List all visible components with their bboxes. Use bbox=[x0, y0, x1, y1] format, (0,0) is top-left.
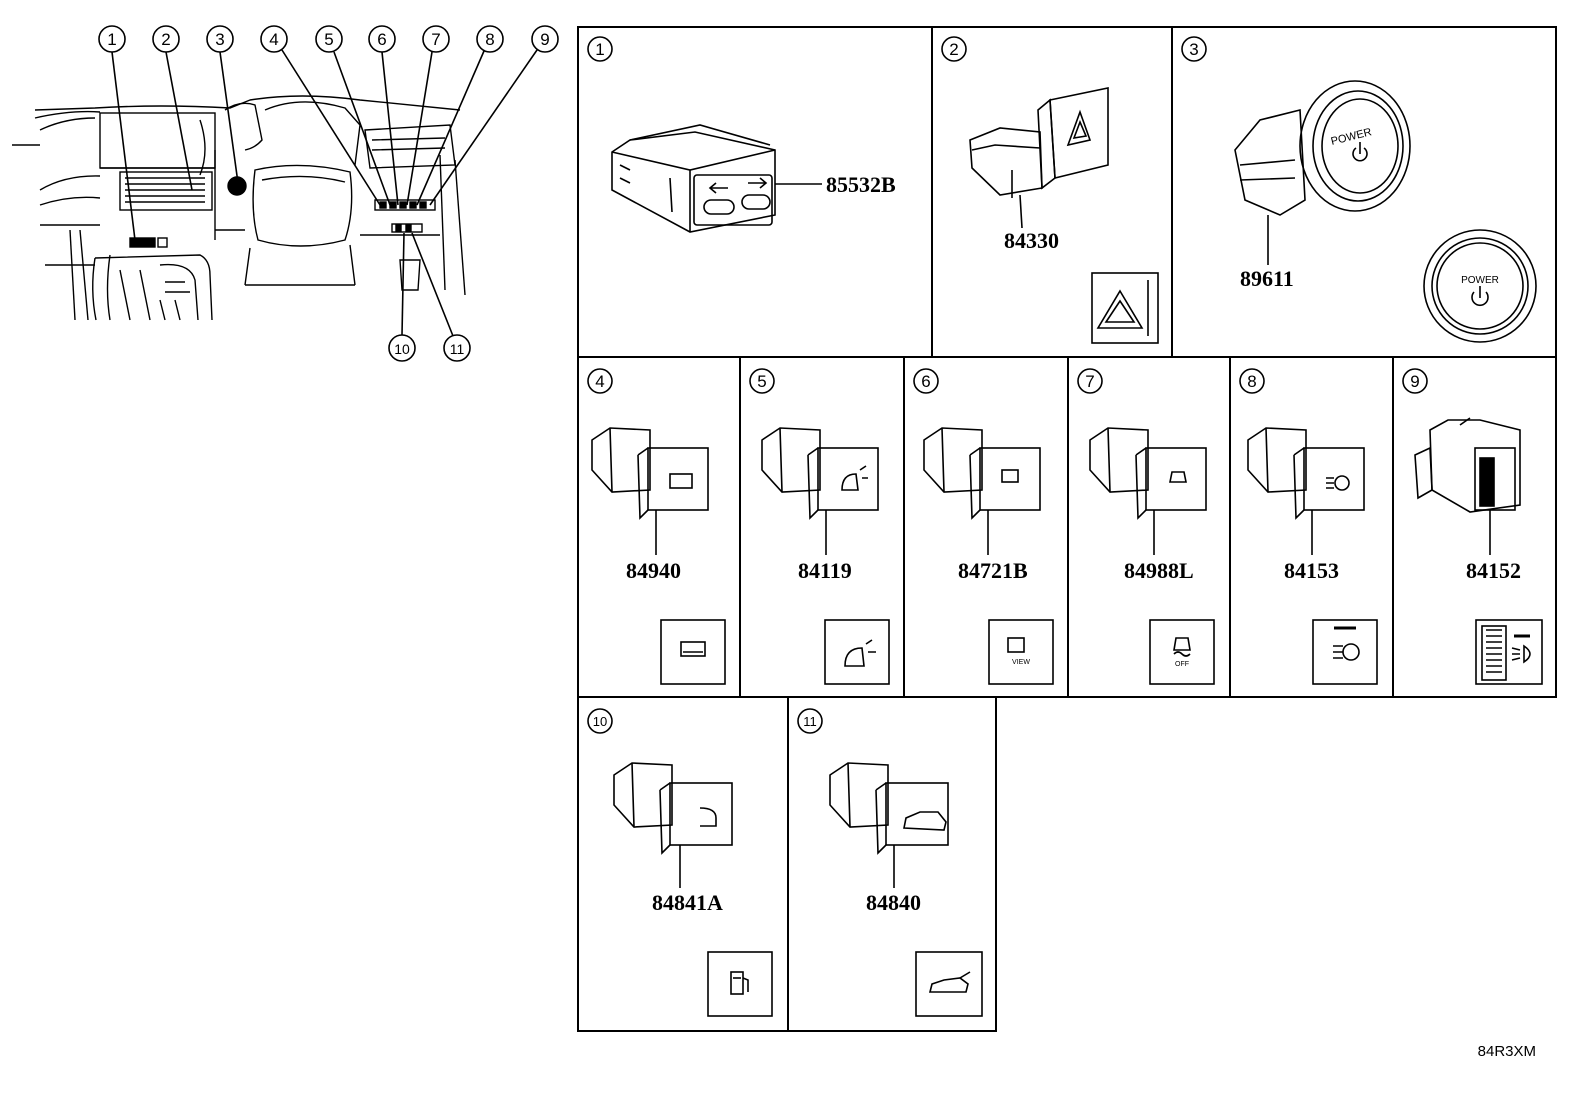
svg-text:3: 3 bbox=[215, 30, 224, 49]
callout-5[interactable]: 5 bbox=[315, 25, 391, 206]
switch-84988L[interactable]: 84988L OFF bbox=[1089, 427, 1215, 685]
panel-8-number: 8 bbox=[1239, 368, 1265, 394]
svg-text:8: 8 bbox=[1247, 372, 1256, 391]
panel-6 bbox=[903, 356, 1069, 698]
svg-text:4: 4 bbox=[269, 30, 278, 49]
panel-10-number: 10 bbox=[587, 708, 613, 734]
panel-2-number: 2 bbox=[941, 36, 967, 62]
svg-text:84153: 84153 bbox=[1284, 558, 1339, 583]
svg-text:9: 9 bbox=[540, 30, 549, 49]
hazard-switch-assembly[interactable]: 84330 bbox=[969, 87, 1159, 344]
svg-text:84940: 84940 bbox=[626, 558, 681, 583]
svg-text:2: 2 bbox=[161, 30, 170, 49]
camera-view-icon: VIEW bbox=[988, 619, 1054, 685]
panel-9-number: 9 bbox=[1402, 368, 1428, 394]
svg-text:5: 5 bbox=[324, 30, 333, 49]
headlamp-cleaner-icon bbox=[824, 619, 890, 685]
panel-11 bbox=[787, 696, 997, 1032]
svg-text:7: 7 bbox=[431, 30, 440, 49]
svg-text:11: 11 bbox=[450, 341, 465, 357]
callout-6[interactable]: 6 bbox=[368, 25, 399, 206]
svg-text:OFF: OFF bbox=[1175, 661, 1189, 668]
trunk-opener-icon bbox=[915, 951, 983, 1017]
callout-2[interactable]: 2 bbox=[152, 25, 193, 191]
fuel-door-icon bbox=[707, 951, 773, 1017]
power-button-icon: POWER bbox=[1423, 229, 1537, 343]
panel-10 bbox=[577, 696, 789, 1032]
panel-5 bbox=[739, 356, 905, 698]
svg-text:VIEW: VIEW bbox=[1012, 659, 1030, 666]
svg-text:11: 11 bbox=[803, 714, 817, 729]
usb-port-icon bbox=[703, 199, 735, 215]
part-number-84330: 84330 bbox=[1004, 228, 1059, 253]
callout-4[interactable]: 4 bbox=[260, 25, 381, 206]
svg-text:POWER: POWER bbox=[1461, 275, 1499, 286]
switch-84153[interactable]: 84153 bbox=[1247, 427, 1378, 685]
diagram-code: 84R3XM bbox=[1478, 1043, 1536, 1060]
switch-84152[interactable]: 84152 bbox=[1414, 417, 1543, 685]
svg-text:6: 6 bbox=[377, 30, 386, 49]
switch-84721B[interactable]: 84721B VIEW bbox=[923, 427, 1054, 685]
part-number-85532B: 85532B bbox=[826, 172, 896, 197]
panel-4 bbox=[577, 356, 741, 698]
svg-text:2: 2 bbox=[949, 40, 958, 59]
svg-text:84152: 84152 bbox=[1466, 558, 1521, 583]
power-label-3d: POWER bbox=[1330, 126, 1373, 148]
switch-84119[interactable]: 84119 bbox=[761, 427, 890, 685]
callout-11[interactable]: 11 bbox=[411, 232, 471, 362]
panel-2 bbox=[931, 26, 1173, 358]
svg-text:3: 3 bbox=[1189, 40, 1198, 59]
svg-text:6: 6 bbox=[921, 372, 930, 391]
dashboard-outline bbox=[12, 95, 466, 321]
svg-text:84840: 84840 bbox=[866, 890, 921, 915]
switch-84940[interactable]: 84940 bbox=[591, 427, 726, 685]
panel-numbers: 1 2 3 4 5 6 7 8 9 10 11 bbox=[587, 36, 1428, 734]
callout-3[interactable]: 3 bbox=[206, 25, 239, 184]
panel-7 bbox=[1067, 356, 1231, 698]
switch-84841A[interactable]: 84841A bbox=[613, 762, 773, 1017]
callout-7[interactable]: 7 bbox=[406, 25, 450, 206]
usb-port-assembly[interactable]: 85532B bbox=[611, 124, 896, 233]
svg-text:7: 7 bbox=[1085, 372, 1094, 391]
callout-10[interactable]: 10 bbox=[388, 232, 416, 362]
svg-text:84988L: 84988L bbox=[1124, 558, 1194, 583]
callout-8[interactable]: 8 bbox=[416, 25, 504, 206]
svg-text:5: 5 bbox=[757, 372, 766, 391]
row2-switches: 84940 84119 bbox=[591, 417, 1543, 685]
svg-text:84841A: 84841A bbox=[652, 890, 723, 915]
hazard-triangle-mini bbox=[1066, 109, 1092, 147]
svg-text:84721B: 84721B bbox=[958, 558, 1028, 583]
part-number-89611: 89611 bbox=[1240, 266, 1294, 291]
power-switch-assembly[interactable]: POWER 89611 POWER bbox=[1234, 80, 1537, 343]
panel-3-number: 3 bbox=[1181, 36, 1207, 62]
heated-windshield-icon bbox=[660, 619, 726, 685]
panel-5-number: 5 bbox=[749, 368, 775, 394]
svg-text:8: 8 bbox=[485, 30, 494, 49]
panel-11-number: 11 bbox=[797, 708, 823, 734]
panel-1-number: 1 bbox=[587, 36, 613, 62]
svg-text:10: 10 bbox=[593, 714, 607, 729]
switch-84840[interactable]: 84840 bbox=[829, 762, 983, 1017]
callout-9[interactable]: 9 bbox=[429, 25, 559, 206]
panel-7-number: 7 bbox=[1077, 368, 1103, 394]
headlamp-leveling-dial-icon bbox=[1475, 619, 1543, 685]
hazard-warning-icon bbox=[1091, 272, 1159, 344]
svg-text:84119: 84119 bbox=[798, 558, 852, 583]
panel-6-number: 6 bbox=[913, 368, 939, 394]
svg-text:9: 9 bbox=[1410, 372, 1419, 391]
row3-switches: 84841A 84840 bbox=[613, 762, 983, 1017]
callout-1[interactable]: 1 bbox=[98, 25, 136, 241]
auto-high-beam-icon bbox=[1312, 619, 1378, 685]
svg-text:1: 1 bbox=[107, 30, 116, 49]
svg-text:4: 4 bbox=[595, 372, 604, 391]
overview-callouts: 1 2 3 4 5 6 7 8 9 10 11 bbox=[98, 25, 559, 362]
panel-grid bbox=[577, 26, 1557, 1032]
dashboard-overview: 1 2 3 4 5 6 7 8 9 10 11 bbox=[12, 25, 559, 362]
svg-text:10: 10 bbox=[394, 341, 410, 357]
svg-text:1: 1 bbox=[595, 40, 604, 59]
panel-9 bbox=[1392, 356, 1557, 698]
traction-control-off-icon: OFF bbox=[1149, 619, 1215, 685]
panel-4-number: 4 bbox=[587, 368, 613, 394]
